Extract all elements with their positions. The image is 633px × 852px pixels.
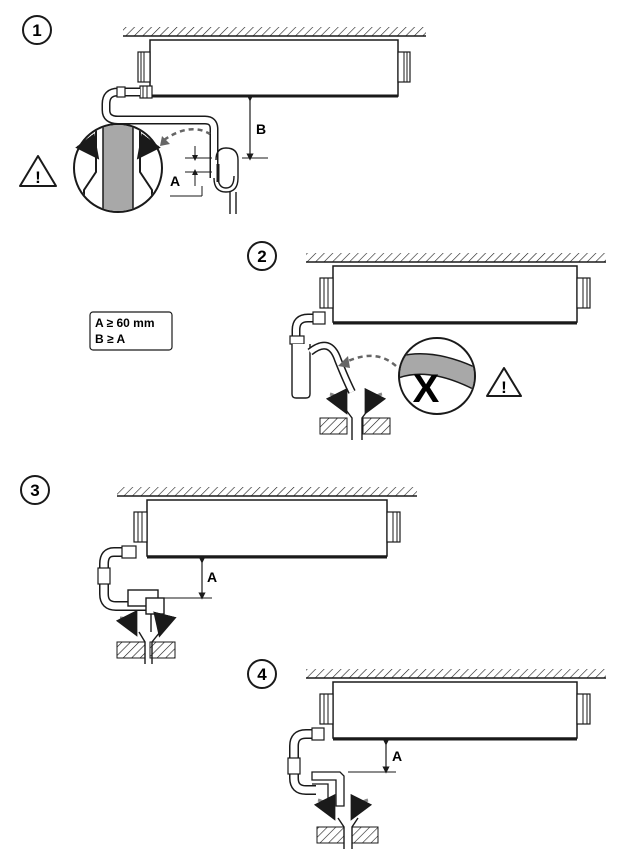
unit-body (146, 499, 388, 557)
airflow-arrow-icon (153, 611, 177, 638)
flexible-hose (307, 341, 356, 394)
step-1-number: 1 (32, 21, 41, 40)
dimension-a-label: A (170, 173, 180, 189)
ceiling-hatch (306, 253, 606, 262)
dimension-b-label: B (256, 121, 266, 137)
condition-b: B ≥ A (95, 332, 125, 346)
step-3-number: 3 (30, 481, 39, 500)
trap-fitting (311, 771, 345, 807)
hose-detail (103, 125, 133, 211)
floor-hatch (319, 417, 348, 435)
unit-body (332, 265, 578, 323)
duct-spigot-left (319, 277, 334, 309)
airflow-arrow-icon (364, 387, 387, 415)
airflow-arrow-icon (136, 133, 161, 160)
warning-mark: ! (501, 378, 507, 397)
panel-3: 3 A (20, 475, 417, 664)
airflow-arrow-icon (350, 793, 373, 821)
floor-drain (345, 409, 353, 440)
bottle-trap (291, 344, 311, 399)
panel-4: 4 A (247, 659, 606, 849)
floor-drain (138, 631, 146, 664)
floor-hatch (116, 641, 146, 659)
panel-1: 1 B (19, 15, 426, 214)
unit-body (149, 39, 399, 97)
floor-hatch (351, 826, 379, 844)
floor-hatch (149, 641, 176, 659)
airflow-arrow-icon (313, 793, 336, 821)
ceiling-hatch (117, 487, 417, 496)
airflow-arrow-icon (325, 387, 348, 415)
dimension-a-label: A (392, 748, 402, 764)
condition-a: A ≥ 60 mm (95, 316, 155, 330)
conditions-box: A ≥ 60 mm B ≥ A (89, 311, 173, 351)
step-1-badge (22, 15, 52, 45)
step-4-badge (247, 659, 277, 689)
airflow-arrow-icon (115, 609, 138, 637)
dimension-a-label: A (207, 569, 217, 585)
callout-dashed-arrow (163, 127, 211, 142)
warning-triangle-icon (486, 367, 522, 397)
duct-spigot-left (133, 511, 148, 543)
step-4-number: 4 (257, 665, 267, 684)
floor-hatch (316, 826, 345, 844)
ceiling-hatch (306, 669, 606, 678)
unit-body (332, 681, 578, 739)
drain-fitting (139, 85, 153, 99)
cross-mark-icon: X (413, 367, 440, 411)
step-3-badge (20, 475, 50, 505)
airflow-arrow-icon (75, 133, 100, 160)
floor-hatch (362, 417, 391, 435)
panel-2: 2 X (247, 241, 606, 440)
trap-loop (213, 147, 239, 193)
floor-drain (337, 817, 345, 849)
warning-triangle-icon (19, 155, 57, 187)
step-2-number: 2 (257, 247, 266, 266)
ceiling-hatch (123, 27, 426, 36)
warning-mark: ! (35, 168, 41, 187)
duct-spigot-left (319, 693, 334, 725)
callout-dashed-arrow (345, 354, 397, 367)
step-2-badge (247, 241, 277, 271)
